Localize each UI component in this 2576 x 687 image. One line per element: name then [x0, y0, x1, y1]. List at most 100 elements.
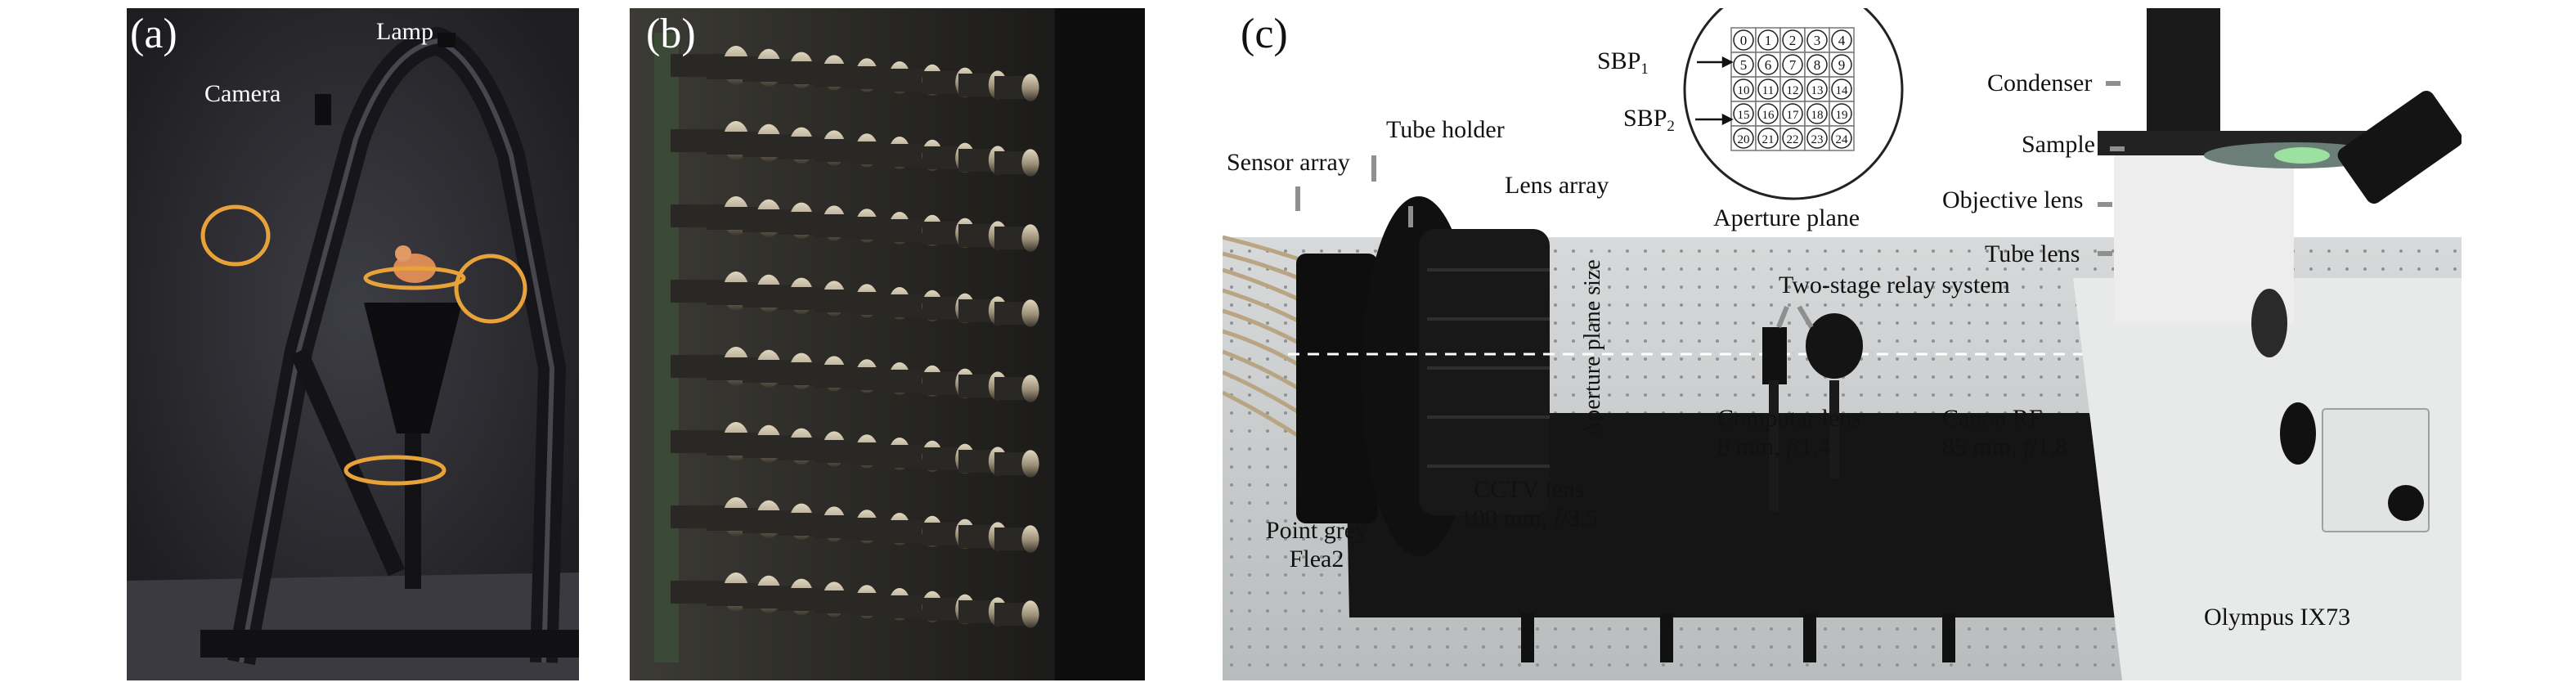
aperture-lens-circle	[1757, 103, 1779, 124]
aperture-lens-circle	[1806, 29, 1828, 51]
lens-front	[1021, 375, 1039, 402]
aperture-index: 9	[1838, 57, 1846, 73]
aperture-lens-circle	[1806, 54, 1828, 75]
panel-a-label: (a)	[130, 11, 177, 57]
aperture-cell	[1730, 125, 1757, 151]
aperture-index: 7	[1789, 57, 1797, 73]
aperture-index: 2	[1789, 33, 1797, 48]
sbp1-label: SBP1	[1597, 47, 1649, 78]
aperture-lens-circle	[1782, 29, 1803, 51]
aperture-lens-circle	[1733, 29, 1754, 51]
aperture-cell	[1779, 27, 1806, 53]
aperture-index: 16	[1762, 109, 1775, 122]
lens-front	[1021, 149, 1039, 177]
aperture-index: 6	[1765, 57, 1772, 73]
lens-array-label: Lens array	[1505, 172, 1609, 199]
aperture-lens-circle	[1831, 29, 1852, 51]
light-stage-rig-illustration	[127, 8, 579, 680]
lens-front	[1021, 450, 1039, 478]
aperture-cell	[1730, 76, 1757, 102]
aperture-index: 24	[1836, 133, 1849, 146]
point-grey-label: Point grey Flea2	[1265, 517, 1368, 572]
aperture-cell	[1779, 101, 1806, 127]
aperture-lens-circle	[1782, 103, 1803, 124]
aperture-index: 13	[1811, 84, 1824, 97]
aperture-index: 20	[1738, 133, 1750, 146]
aperture-index: 14	[1836, 84, 1849, 97]
aperture-cell	[1804, 125, 1830, 151]
aperture-plane-size-label: Aperture plane size	[1579, 259, 1605, 438]
aperture-index: 3	[1814, 33, 1821, 48]
aperture-lens-circle	[1831, 79, 1852, 100]
cctv-lens-label: CCTV lens 100 mm, f/3.5	[1460, 476, 1599, 532]
aperture-index: 18	[1811, 109, 1824, 122]
aperture-lens-circle	[1806, 128, 1828, 149]
aperture-index: 8	[1814, 57, 1821, 73]
aperture-index: 10	[1738, 84, 1750, 97]
lens-array-closeup	[630, 8, 1145, 680]
aperture-lens-circle	[1831, 103, 1852, 124]
aperture-plane-label: Aperture plane	[1713, 204, 1860, 231]
relay-system-label: Two-stage relay system	[1779, 272, 2010, 299]
aperture-lens-circle	[1831, 128, 1852, 149]
aperture-cell	[1829, 125, 1855, 151]
tube-lens-label: Tube lens	[1985, 240, 2080, 267]
aperture-cell	[1779, 125, 1806, 151]
aperture-lens-circle	[1733, 128, 1754, 149]
aperture-index: 19	[1836, 109, 1848, 122]
sample-label: Sample	[2022, 131, 2095, 158]
canon-rf-label: Canon RF 85 mm, f/1.8	[1942, 405, 2068, 460]
lens-front	[1021, 299, 1039, 327]
aperture-cell	[1829, 52, 1855, 78]
aperture-lens-circle	[1733, 103, 1754, 124]
aperture-cell	[1804, 101, 1830, 127]
sensor-array-label: Sensor array	[1227, 149, 1350, 176]
aperture-lens-circle	[1757, 54, 1779, 75]
aperture-lens-circle	[1782, 79, 1803, 100]
olympus-label: Olympus IX73	[2204, 604, 2351, 631]
aperture-lens-circle	[1806, 103, 1828, 124]
sbp2-label: SBP2	[1623, 105, 1675, 135]
lens-front	[1021, 525, 1039, 553]
aperture-lens-circle	[1806, 79, 1828, 100]
aperture-cell	[1755, 76, 1781, 102]
aperture-index: 22	[1787, 133, 1799, 146]
aperture-index: 23	[1811, 133, 1824, 146]
aperture-lens-circle	[1757, 29, 1779, 51]
aperture-lens-circle	[1757, 128, 1779, 149]
objective-lens-label: Objective lens	[1942, 186, 2084, 213]
aperture-index: 21	[1762, 133, 1775, 146]
camera-label: Camera	[204, 80, 281, 107]
lamp-label: Lamp	[376, 18, 433, 45]
lens-front	[1021, 74, 1039, 101]
aperture-index: 0	[1740, 33, 1748, 48]
aperture-index: 17	[1787, 109, 1800, 122]
aperture-lens-circle	[1831, 54, 1852, 75]
aperture-index: 15	[1738, 109, 1750, 122]
panel-b-photo: (b)	[630, 8, 1145, 680]
aperture-index: 4	[1838, 33, 1846, 48]
tube-holder-label: Tube holder	[1386, 116, 1505, 143]
aperture-index: 11	[1762, 84, 1774, 97]
aperture-index: 1	[1765, 33, 1772, 48]
condenser-label: Condenser	[1987, 70, 2093, 97]
aperture-lens-circle	[1782, 54, 1803, 75]
aperture-cell	[1755, 125, 1781, 151]
aperture-cell	[1804, 52, 1830, 78]
aperture-index: 5	[1740, 57, 1748, 73]
panel-b-label: (b)	[646, 11, 696, 57]
computar-lens-label: Computar lens 8 mm, f/1.4	[1717, 405, 1861, 460]
panel-a-photo: (a) Lamp Camera	[127, 8, 579, 680]
aperture-cell	[1730, 27, 1757, 53]
lens-front	[1021, 600, 1039, 628]
aperture-lens-circle	[1733, 79, 1754, 100]
aperture-cell	[1779, 76, 1806, 102]
aperture-index: 12	[1787, 84, 1799, 97]
aperture-lens-circle	[1757, 79, 1779, 100]
aperture-lens-circle	[1782, 128, 1803, 149]
aperture-lens-circle	[1733, 54, 1754, 75]
panel-c-label: (c)	[1241, 11, 1288, 57]
lens-front	[1021, 224, 1039, 252]
